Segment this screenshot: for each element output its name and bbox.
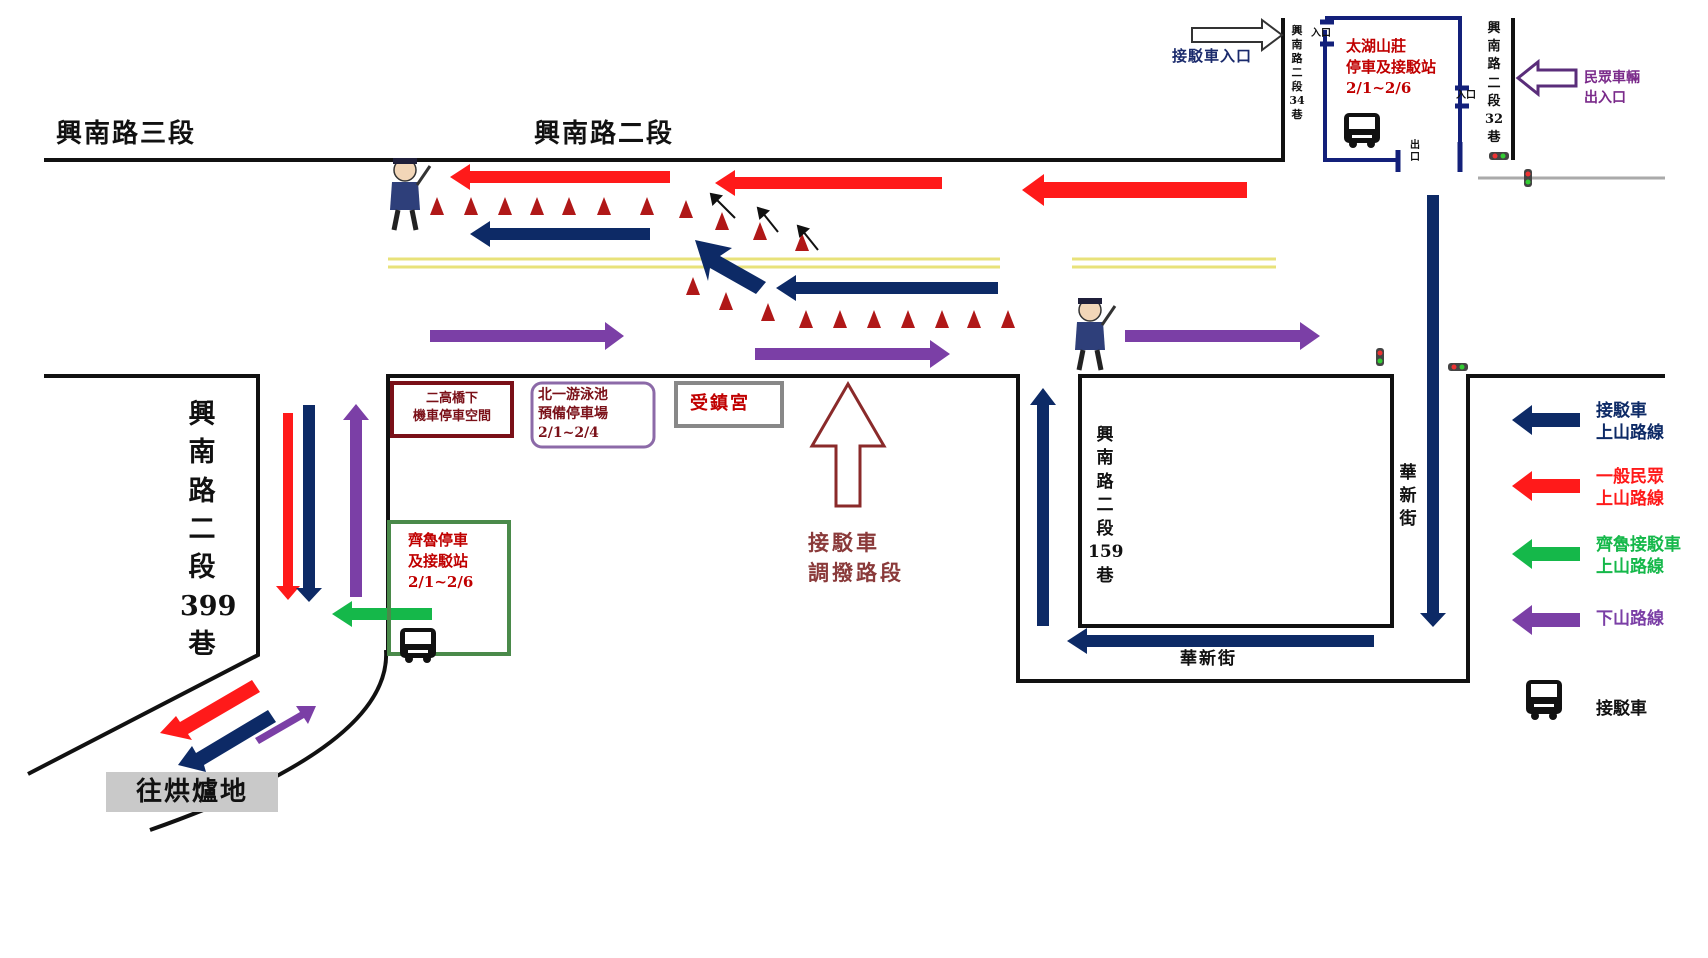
route-red — [160, 164, 1247, 740]
legend-label: 齊魯接駁車 上山路線 — [1596, 535, 1681, 578]
road-edge-west-block — [27, 374, 260, 776]
direction-marks — [709, 192, 819, 251]
to-kiln-label: 往烘爐地 — [106, 772, 278, 812]
bus-icon — [1526, 680, 1562, 720]
bus-icon — [1344, 113, 1380, 148]
legend-label: 一般民眾 上山路線 — [1596, 467, 1664, 510]
legend-item-shuttle-bus: 接駁車 — [1512, 698, 1702, 748]
traffic-light-icon — [1524, 169, 1532, 187]
erqiao-box — [390, 381, 514, 438]
legend-item-downhill: 下山路線 — [1512, 608, 1702, 658]
taihu-in-label-1: 入口 — [1311, 28, 1331, 39]
traffic-light-icon — [1448, 363, 1468, 371]
route-purple — [255, 322, 1320, 744]
traffic-light-icon — [1376, 348, 1384, 366]
route-navy — [178, 195, 1446, 772]
police-officer-icon — [1075, 298, 1117, 371]
taihu-out-label: 出口 — [1410, 140, 1420, 163]
erqiao-label: 二高橋下機車停車空間 — [412, 391, 491, 424]
legend-label: 接駁車 — [1596, 699, 1647, 719]
block-159 — [1078, 374, 1394, 628]
legend-swatches — [1512, 405, 1580, 720]
road-label-xingnan-sec3: 興南路三段 — [56, 119, 197, 149]
road-label-xingnan-sec2: 興南路二段 — [534, 119, 675, 149]
center-line — [388, 257, 1276, 269]
taihu-in-label-2: 入口 — [1456, 90, 1476, 101]
road-label-huaxin-horizontal: 華新街 — [1180, 649, 1237, 669]
road-edge-center-block — [386, 374, 1665, 683]
road-label-huaxin-vertical: 華新街 — [1399, 463, 1417, 529]
legend-label: 下山路線 — [1596, 609, 1664, 629]
traffic-light-icon — [1489, 152, 1509, 160]
legend-item-qilu-uphill: 齊魯接駁車 上山路線 — [1512, 534, 1702, 584]
public-entry-arrow — [1515, 58, 1578, 98]
legend-item-public-uphill: 一般民眾 上山路線 — [1512, 466, 1702, 516]
shouzhen-label: 受鎮宮 — [690, 393, 750, 414]
taihu-parking-lot — [1320, 16, 1469, 172]
road-edge-north — [44, 18, 1285, 162]
beiyi-box — [530, 381, 656, 449]
shuttle-entry-arrow — [1191, 18, 1284, 52]
legend-item-shuttle-uphill: 接駁車 上山路線 — [1512, 400, 1702, 450]
police-officer-icon — [390, 158, 432, 231]
qilu-box — [387, 520, 511, 656]
dispatch-label: 接駁車調撥路段 — [808, 530, 904, 586]
dispatch-arrow — [809, 381, 887, 508]
legend-label: 接駁車 上山路線 — [1596, 401, 1664, 444]
bus-icon — [400, 628, 436, 663]
route-green — [332, 601, 432, 627]
shouzhen-box — [674, 381, 784, 428]
public-entry-label: 民眾車輛出入口 — [1584, 70, 1640, 107]
shuttle-entry-label: 接駁車入口 — [1172, 47, 1253, 65]
